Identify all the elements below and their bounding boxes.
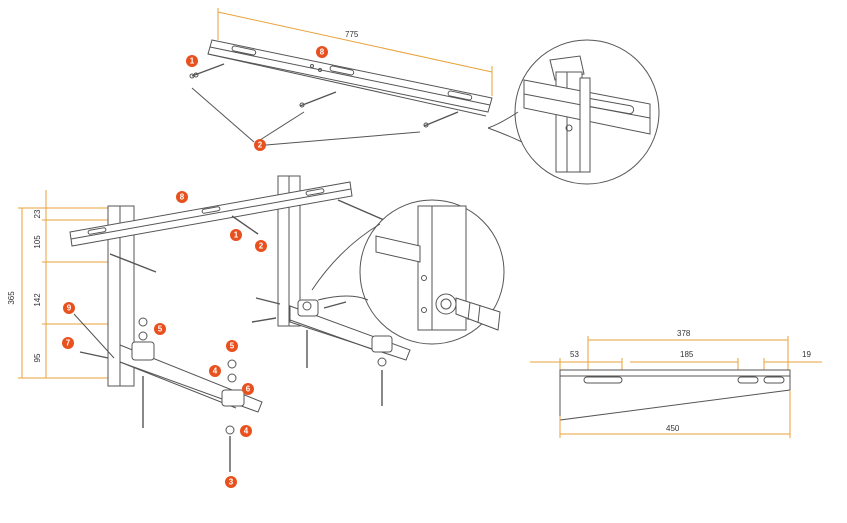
callout-mid-7: 7 bbox=[62, 337, 74, 349]
callout-mid-2: 2 bbox=[255, 240, 267, 252]
top-wall-rail: 775 bbox=[189, 8, 493, 146]
dim-bracket-right-gap: 19 bbox=[802, 350, 811, 359]
callout-mid-5b: 5 bbox=[226, 340, 238, 352]
svg-text:1: 1 bbox=[234, 231, 239, 240]
callout-mid-3: 3 bbox=[225, 476, 237, 488]
callout-mid-1: 1 bbox=[230, 229, 242, 241]
svg-text:3: 3 bbox=[229, 478, 234, 487]
callout-top-8: 8 bbox=[316, 46, 328, 58]
svg-text:5: 5 bbox=[230, 342, 235, 351]
callout-mid-4b: 4 bbox=[240, 425, 252, 437]
callout-top-2: 2 bbox=[254, 139, 266, 151]
detail-zoom-rail bbox=[487, 39, 660, 185]
callout-mid-8: 8 bbox=[176, 191, 188, 203]
top-screw-1 bbox=[189, 63, 225, 79]
top-screw-2 bbox=[299, 91, 337, 108]
svg-text:7: 7 bbox=[66, 339, 71, 348]
dim-bracket-top: 378 bbox=[677, 329, 691, 338]
callout-mid-5a: 5 bbox=[154, 323, 166, 335]
dim-bracket-length: 450 bbox=[666, 424, 680, 433]
dim-side-a: 23 bbox=[33, 209, 42, 218]
detail-zoom-bolt bbox=[311, 199, 505, 345]
callout-top-1: 1 bbox=[186, 55, 198, 67]
dim-side-d: 95 bbox=[33, 353, 42, 362]
svg-text:4: 4 bbox=[244, 427, 249, 436]
svg-text:1: 1 bbox=[190, 57, 195, 66]
dim-side-total: 365 bbox=[7, 291, 16, 305]
dim-bracket-mid: 185 bbox=[680, 350, 694, 359]
dim-bracket-left-gap: 53 bbox=[570, 350, 579, 359]
dim-side-c: 142 bbox=[33, 293, 42, 307]
top-screw-3 bbox=[423, 111, 459, 128]
svg-text:2: 2 bbox=[259, 242, 264, 251]
svg-text:9: 9 bbox=[67, 304, 72, 313]
callout-mid-6: 6 bbox=[242, 383, 254, 395]
dim-rail-length: 775 bbox=[345, 30, 359, 39]
svg-text:8: 8 bbox=[180, 193, 185, 202]
svg-text:8: 8 bbox=[320, 48, 325, 57]
main-assembly: 365 23 105 142 95 bbox=[7, 175, 411, 472]
bracket-side-view: 378 53 185 19 450 bbox=[530, 329, 822, 438]
svg-text:4: 4 bbox=[213, 367, 218, 376]
svg-text:5: 5 bbox=[158, 325, 163, 334]
svg-text:6: 6 bbox=[246, 385, 251, 394]
callout-mid-9: 9 bbox=[63, 302, 75, 314]
callout-mid-4a: 4 bbox=[209, 365, 221, 377]
svg-text:2: 2 bbox=[258, 141, 263, 150]
dim-side-b: 105 bbox=[33, 235, 42, 249]
